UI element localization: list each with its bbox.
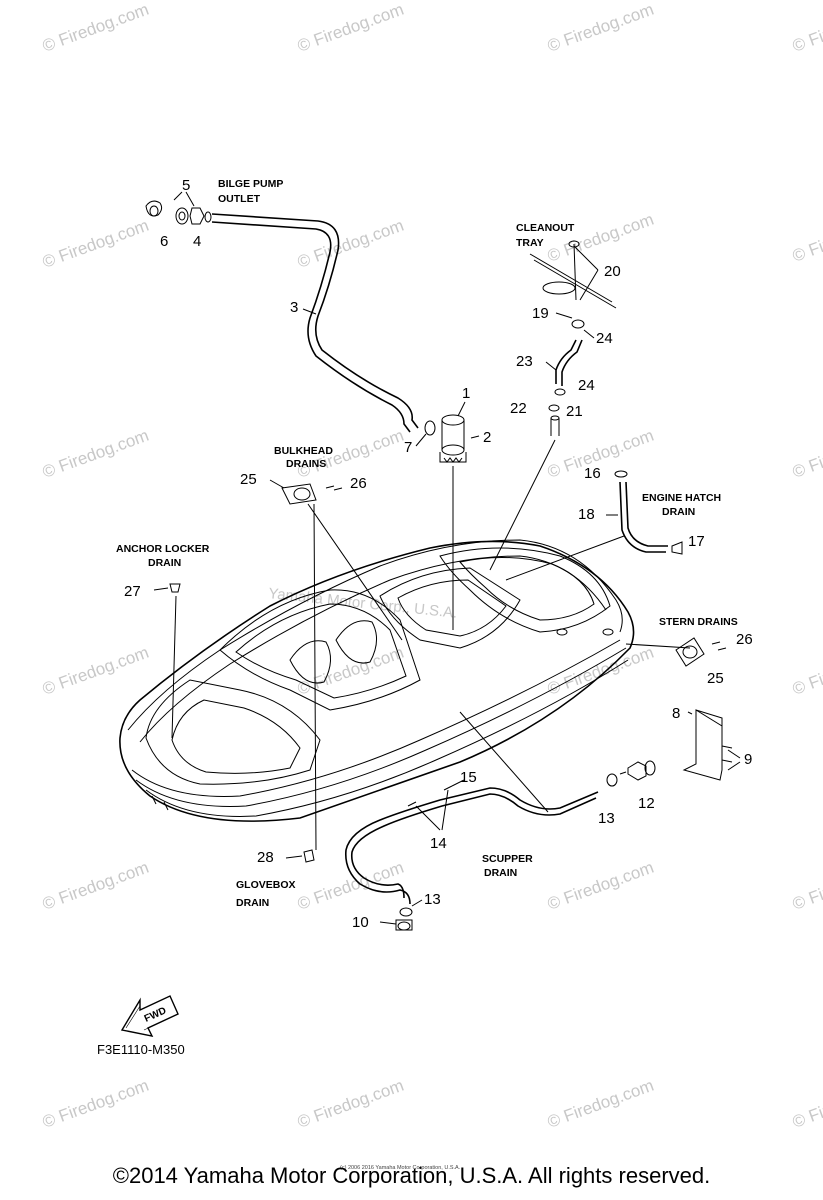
svg-text:© Firedog.com: © Firedog.com [790, 858, 823, 914]
callout-3: 3 [290, 299, 298, 316]
fwd-label: FWD [143, 1005, 168, 1024]
label-anchor-drain: DRAIN [148, 557, 181, 569]
svg-text:© Firedog.com: © Firedog.com [545, 858, 656, 914]
svg-text:© Firedog.com: © Firedog.com [40, 426, 151, 482]
cleanout-tray-parts [489, 240, 617, 571]
callout-12: 12 [638, 795, 655, 812]
diagram-code: F3E1110-M350 [97, 1042, 185, 1057]
callout-10: 10 [352, 914, 369, 931]
callout-16: 16 [584, 465, 601, 482]
svg-text:© Firedog.com: © Firedog.com [295, 1076, 406, 1132]
callout-23: 23 [516, 353, 533, 370]
anchor-locker-drain-parts [169, 583, 181, 739]
callout-24b: 24 [578, 377, 595, 394]
engine-hatch-drain-parts [505, 470, 683, 581]
bilge-pump-outlet-parts [145, 191, 436, 436]
callout-15: 15 [460, 769, 477, 786]
label-engine-hatch-drain: DRAIN [662, 506, 695, 518]
callout-27: 27 [124, 583, 141, 600]
callout-25a: 25 [240, 471, 257, 488]
svg-text:© Firedog.com: © Firedog.com [40, 858, 151, 914]
fwd-arrow-icon [120, 995, 179, 1037]
label-scupper: SCUPPER [482, 853, 533, 865]
svg-text:© Firedog.com: © Firedog.com [545, 1076, 656, 1132]
svg-text:© Firedog.com: © Firedog.com [545, 0, 656, 56]
svg-text:© Firedog.com: © Firedog.com [40, 0, 151, 56]
callout-26a: 26 [350, 475, 367, 492]
label-drains: DRAINS [286, 458, 326, 470]
callout-20: 20 [604, 263, 621, 280]
small-print: (c) 2006 2016 Yamaha Motor Corporation, … [340, 1165, 461, 1171]
label-stern-drains: STERN DRAINS [659, 616, 738, 628]
svg-text:Yamaha Motor Corp., U.S.A.: Yamaha Motor Corp., U.S.A. [268, 585, 459, 622]
svg-text:© Firedog.com: © Firedog.com [545, 210, 656, 266]
svg-text:© Firedog.com: © Firedog.com [790, 210, 823, 266]
svg-text:© Firedog.com: © Firedog.com [295, 0, 406, 56]
callout-17: 17 [688, 533, 705, 550]
callout-4: 4 [193, 233, 201, 250]
label-scupper-drain: DRAIN [484, 867, 517, 879]
svg-text:© Firedog.com: © Firedog.com [40, 216, 151, 272]
callout-19: 19 [532, 305, 549, 322]
callout-24a: 24 [596, 330, 613, 347]
svg-text:© Firedog.com: © Firedog.com [295, 216, 406, 272]
callout-21: 21 [566, 403, 583, 420]
callout-14: 14 [430, 835, 447, 852]
label-engine-hatch: ENGINE HATCH [642, 492, 721, 504]
callout-2: 2 [483, 429, 491, 446]
bilge-pump [439, 414, 480, 630]
scupper-drain-parts [344, 760, 656, 931]
copyright-footer: ©2014 Yamaha Motor Corporation, U.S.A. A… [112, 1163, 711, 1188]
callout-28: 28 [257, 849, 274, 866]
label-bulkhead: BULKHEAD [274, 445, 333, 457]
callout-7: 7 [404, 439, 412, 456]
svg-text:© Firedog.com: © Firedog.com [295, 643, 406, 699]
callout-25b: 25 [707, 670, 724, 687]
svg-text:© Firedog.com: © Firedog.com [40, 1076, 151, 1132]
label-glovebox-drain: DRAIN [236, 897, 269, 909]
callout-5: 5 [182, 177, 190, 194]
callout-26b: 26 [736, 631, 753, 648]
callout-18: 18 [578, 506, 595, 523]
bulkhead-drain-parts [281, 483, 403, 851]
stern-drain-parts [675, 637, 727, 667]
callout-8: 8 [672, 705, 680, 722]
svg-text:© Firedog.com: © Firedog.com [40, 643, 151, 699]
label-outlet: OUTLET [218, 193, 261, 205]
glovebox-drain-parts [303, 849, 315, 863]
callout-6: 6 [160, 233, 168, 250]
svg-text:© Firedog.com: © Firedog.com [790, 643, 823, 699]
label-cleanout: CLEANOUT [516, 222, 575, 234]
callout-1: 1 [462, 385, 470, 402]
label-glovebox: GLOVEBOX [236, 879, 296, 891]
label-anchor-locker: ANCHOR LOCKER [116, 543, 210, 555]
bracket-part [682, 709, 733, 781]
boat-hull [119, 539, 691, 822]
callout-9: 9 [744, 751, 752, 768]
svg-text:© Firedog.com: © Firedog.com [790, 0, 823, 56]
callout-13a: 13 [598, 810, 615, 827]
svg-text:© Firedog.com: © Firedog.com [790, 1076, 823, 1132]
label-bilge-pump: BILGE PUMP [218, 178, 283, 190]
callout-13b: 13 [424, 891, 441, 908]
callout-22: 22 [510, 400, 527, 417]
svg-text:© Firedog.com: © Firedog.com [790, 426, 823, 482]
label-tray: TRAY [516, 237, 544, 249]
